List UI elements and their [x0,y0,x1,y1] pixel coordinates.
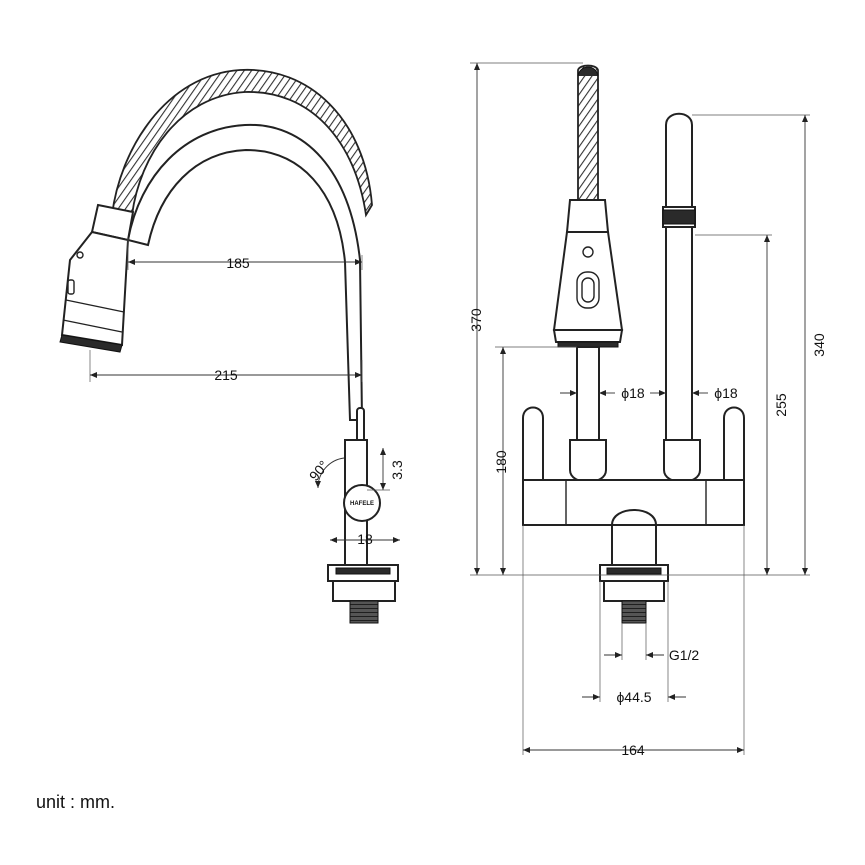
front-lock-nut [603,580,665,602]
dim-spout-reach-inner: 185 [226,255,250,271]
dim-pullout-pipe-diameter: ϕ18 [621,385,645,401]
dim-spout-reach-outer: 215 [214,367,238,383]
dim-swivel-angle: 90° [306,457,332,484]
front-coil-hose [577,64,599,201]
pullout-spray-head [59,203,135,353]
dim-water-column-diameter: ϕ18 [714,385,738,401]
side-thread [349,600,379,624]
left-collar [569,439,607,483]
front-thread [621,600,647,624]
left-lever [522,406,544,481]
dim-outlet-height: 255 [773,393,789,417]
dim-lever-offset: 3.3 [389,460,405,480]
coil-spring-hose [110,69,373,218]
dim-base-width: 164 [621,742,645,758]
dim-overall-height: 370 [468,308,484,332]
front-spray-head [552,199,624,348]
gooseneck-spout [126,123,364,421]
dim-mount-diameter: ϕ44.5 [616,689,651,705]
side-lock-nut [332,580,396,602]
front-view: 370 340 255 180 ϕ18 ϕ18 G1/2 ϕ44.5 [468,62,827,758]
unit-label: unit : mm. [36,792,115,812]
brand-label: HAFELE [350,501,374,507]
right-lever [723,406,745,481]
side-body-cap [343,484,381,522]
dim-body-diameter: 18 [357,531,373,547]
front-neck [611,524,657,566]
water-column [665,112,693,466]
right-collar [663,439,701,483]
side-view: HAFELE 185 215 90° 3.3 18 [59,69,405,624]
dim-thread-size: G1/2 [669,647,700,663]
dim-column-height: 340 [811,333,827,357]
dim-base-body-height: 180 [493,450,509,474]
